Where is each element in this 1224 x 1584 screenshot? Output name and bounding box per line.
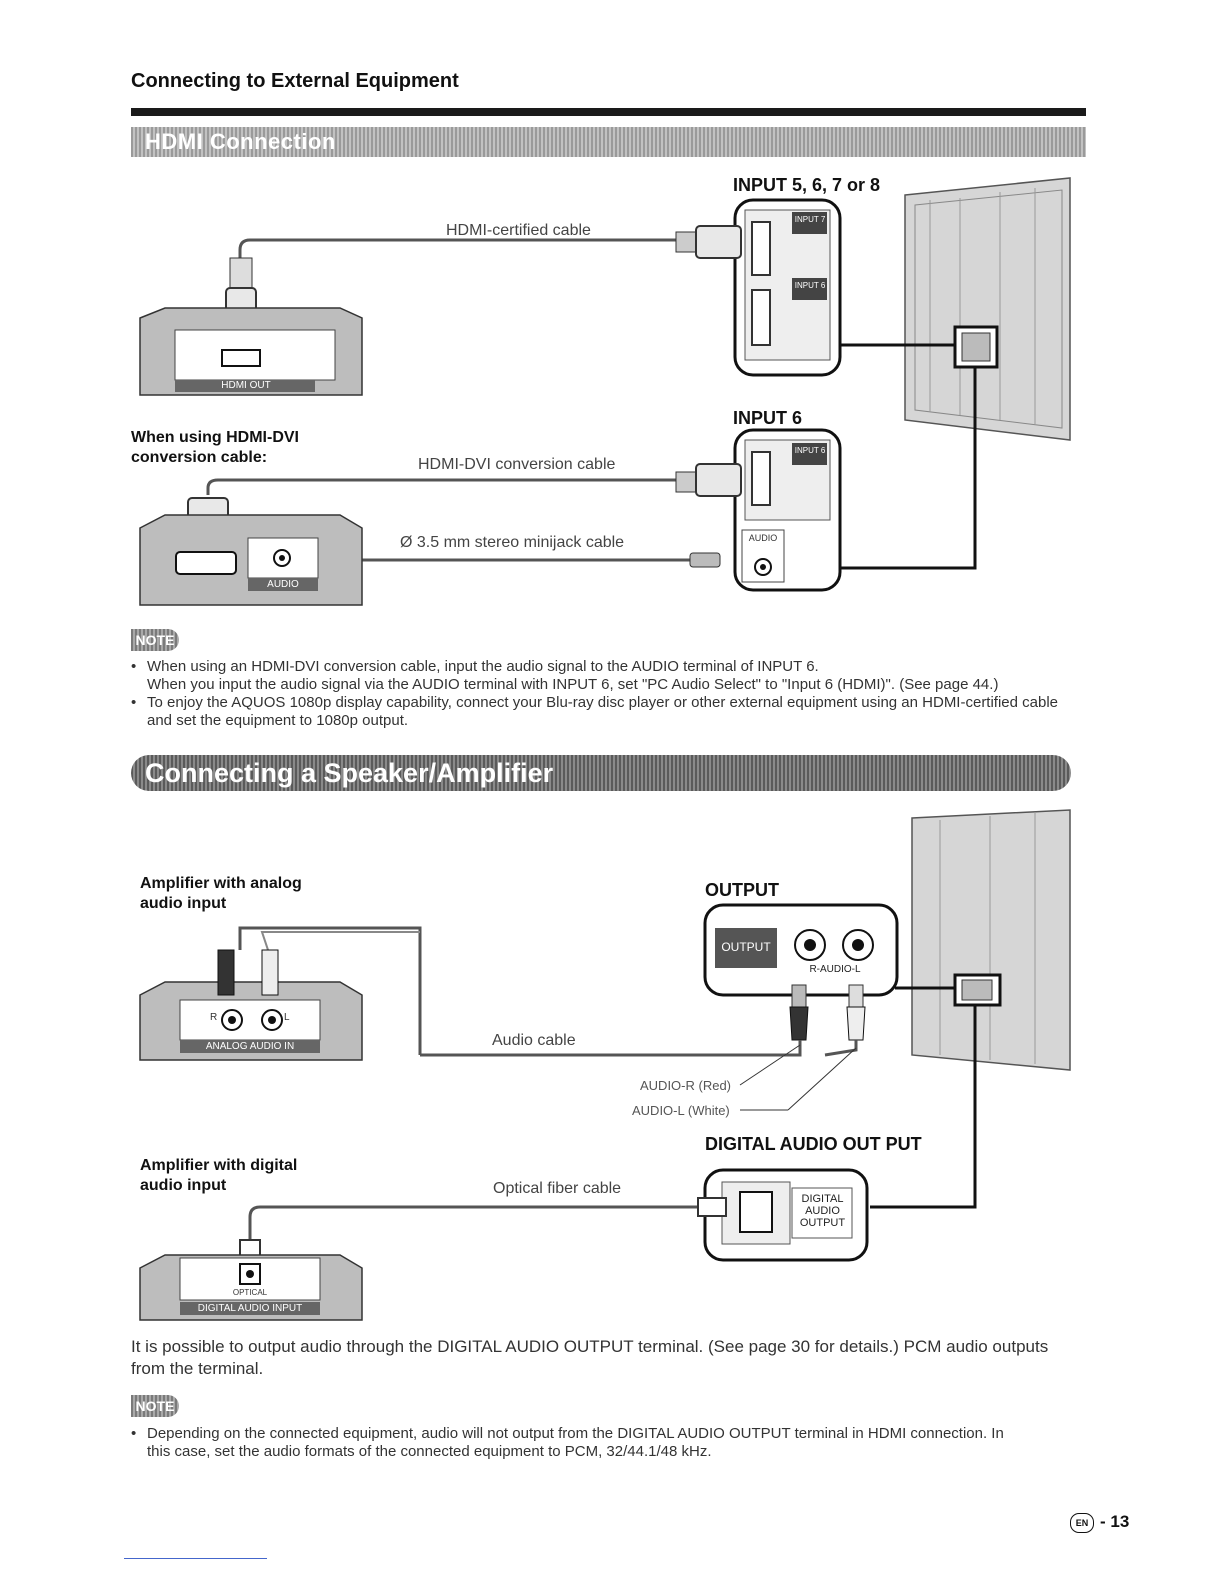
note1-list: When using an HDMI-DVI conversion cable,… (131, 658, 1081, 730)
note-badge: NOTE (131, 1395, 179, 1417)
output-label: OUTPUT (705, 880, 779, 900)
note2-list: Depending on the connected equipment, au… (131, 1425, 1031, 1461)
hdmi-cable-label: HDMI-certified cable (446, 222, 591, 239)
r-label: R (210, 1012, 218, 1023)
l-label: L (284, 1012, 290, 1023)
note1-item: To enjoy the AQUOS 1080p display capabil… (131, 694, 1081, 730)
language-icon: EN (1070, 1513, 1094, 1533)
footer-rule (124, 1558, 267, 1559)
digital-audio-input-label: DIGITAL AUDIO INPUT (197, 1303, 303, 1314)
hdmi-section-banner: HDMI Connection (131, 127, 1086, 157)
minijack-cable-label: Ø 3.5 mm stereo minijack cable (400, 534, 625, 551)
audio-device-label: AUDIO (267, 579, 299, 590)
speaker-section-banner: Connecting a Speaker/Amplifier (131, 755, 1071, 791)
dvi-cable-label: HDMI-DVI conversion cable (418, 456, 616, 473)
optical-label: OPTICAL (232, 1288, 268, 1297)
note1-item: When using an HDMI-DVI conversion cable,… (131, 658, 1081, 676)
input-6-label: INPUT 6 (733, 408, 803, 428)
body-paragraph: It is possible to output audio through t… (131, 1337, 1049, 1378)
note1-item: When you input the audio signal via the … (147, 676, 999, 693)
audio-r-label: AUDIO-R (Red) (640, 1078, 732, 1093)
page-number: EN - 13 (1070, 1512, 1129, 1533)
audio-cable-label: Audio cable (492, 1032, 576, 1049)
note2-item: Depending on the connected equipment, au… (131, 1425, 1031, 1461)
port-input7-label: INPUT 7 (794, 215, 826, 224)
port-input6-label: INPUT 6 (794, 281, 826, 290)
speaker-section-title: Connecting a Speaker/Amplifier (145, 758, 554, 788)
hdmi-out-label: HDMI OUT (221, 380, 271, 391)
r-audio-l-label: R-AUDIO-L (809, 964, 861, 975)
note-badge: NOTE (131, 629, 179, 651)
output-port-label: OUTPUT (721, 940, 771, 954)
digital-amp-heading: Amplifier with digital audio input (140, 1157, 298, 1194)
digital-port-label: DIGITAL AUDIO OUTPUT (799, 1193, 846, 1229)
optical-cable-label: Optical fiber cable (493, 1180, 622, 1197)
header-rule (131, 108, 1086, 116)
audio-l-label: AUDIO-L (White) (632, 1103, 730, 1118)
tv-rear-panel-top (904, 177, 1071, 441)
hdmi-section-title: HDMI Connection (145, 129, 336, 154)
page-number-value: - 13 (1100, 1512, 1130, 1531)
analog-amp-heading: Amplifier with analog audio input (140, 875, 302, 912)
analog-audio-in-label: ANALOG AUDIO IN (205, 1041, 295, 1052)
port-input6b-label: INPUT 6 (794, 446, 826, 455)
port-audio-label: AUDIO (748, 533, 778, 543)
input-5-8-label: INPUT 5, 6, 7 or 8 (733, 175, 881, 195)
dvi-heading: When using HDMI-DVI conversion cable: (131, 429, 299, 466)
page-title: Connecting to External Equipment (131, 70, 459, 92)
digital-out-label: DIGITAL AUDIO OUT PUT (705, 1134, 922, 1154)
